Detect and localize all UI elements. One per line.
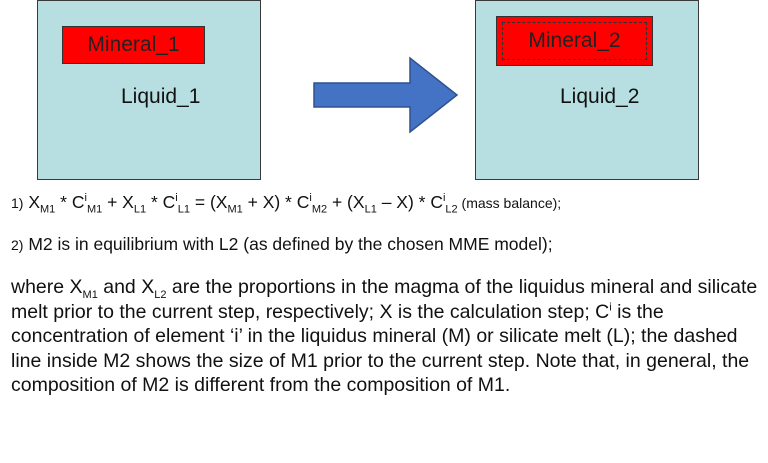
caption-text: where X [11, 276, 83, 298]
equilibrium-condition: 2) M2 is in equilibrium with L2 (as defi… [11, 234, 553, 255]
mineral-1-block: Mineral_1 [62, 26, 205, 64]
operator: – X) * [376, 192, 431, 212]
c-symbol: C [296, 192, 310, 212]
x-symbol: X [28, 192, 41, 212]
superscript-i: i [84, 192, 87, 205]
c-symbol: C [71, 192, 85, 212]
subscript-m2: M2 [311, 203, 328, 216]
subscript-m1: M1 [82, 288, 98, 301]
c-symbol: C [430, 192, 443, 212]
liquid-1-label: Liquid_1 [121, 85, 201, 108]
superscript-i: i [309, 192, 312, 205]
operator: + X) * [242, 192, 297, 212]
superscript-i: i [609, 301, 612, 313]
subscript-l1: L1 [177, 203, 190, 216]
operator: = ( [190, 192, 216, 212]
mineral-1-size-dashed-outline [502, 22, 647, 60]
superscript-i: i [442, 192, 446, 205]
mass-balance-note: (mass balance); [457, 195, 562, 211]
caption-text: is the concentration of element ‘i’ in t… [11, 300, 750, 397]
right-arrow-icon [313, 56, 459, 134]
subscript-m1: M1 [86, 203, 103, 216]
subscript-l1: L1 [364, 203, 377, 216]
mineral-2-label: Mineral_2 [528, 29, 621, 52]
caption-paragraph: where XM1 and XL2 are the proportions in… [11, 275, 761, 398]
superscript-i: i [175, 192, 178, 205]
equilibrium-text: M2 is in equilibrium with L2 (as defined… [23, 234, 553, 254]
c-symbol: C [162, 192, 176, 212]
mineral-1-label: Mineral_1 [87, 33, 180, 56]
subscript-m1: M1 [40, 203, 56, 216]
operator: + [102, 192, 123, 212]
liquid-1-box: Mineral_1 Liquid_1 [37, 0, 261, 180]
operator: * [55, 192, 72, 212]
equation-number: 1) [11, 195, 24, 211]
liquid-2-label: Liquid_2 [560, 85, 640, 108]
x-symbol: X [215, 192, 228, 212]
operator: * [146, 192, 163, 212]
mass-balance-equation: 1) XM1 * CiM1 + XL1 * CiL1 = (XM1 + X) *… [11, 192, 562, 216]
subscript-m1: M1 [227, 203, 243, 216]
caption-text: and X [97, 276, 155, 298]
mineral-2-block: Mineral_2 [496, 16, 653, 66]
subscript-l2: L2 [445, 203, 458, 216]
x-symbol: X [122, 192, 134, 212]
subscript-l2: L2 [154, 288, 167, 301]
subscript-l1: L1 [133, 203, 147, 216]
x-symbol: X [352, 192, 365, 212]
liquid-2-box: Mineral_2 Liquid_2 [475, 0, 699, 180]
operator: + ( [327, 192, 353, 212]
equation-number: 2) [11, 237, 24, 253]
caption-text: are the proportions in the magma of the … [11, 276, 758, 323]
